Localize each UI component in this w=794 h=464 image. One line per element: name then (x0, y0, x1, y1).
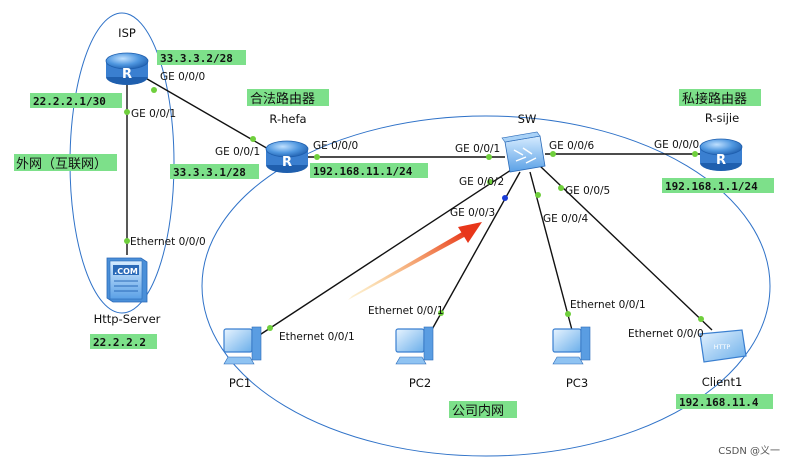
port-dot (486, 154, 492, 160)
ip-tag: 22.2.2.2 (93, 336, 146, 349)
port-label: GE 0/0/5 (565, 185, 610, 197)
port-dot (698, 316, 704, 322)
title-bg (247, 89, 329, 106)
link-sw-pc1 (254, 167, 515, 339)
port-dot (565, 311, 571, 317)
port-dot-selected (502, 195, 508, 201)
port-label: GE 0/0/0 (160, 71, 205, 83)
server-icon[interactable]: .COM (106, 257, 148, 303)
port-dot (267, 325, 273, 331)
port-label: GE 0/0/1 (131, 108, 176, 120)
port-dot (250, 136, 256, 142)
port-label: Ethernet 0/0/1 (368, 305, 444, 317)
external-title: 外网（互联网） (16, 157, 107, 172)
http-client-icon[interactable]: HTTP (699, 329, 747, 363)
port-dots (124, 87, 704, 331)
ip-tag: 192.168.11.1/24 (313, 165, 413, 178)
link-isp-hefa (141, 75, 271, 151)
ip-tag-bg (662, 178, 774, 193)
device-label-client1: Client1 (702, 375, 743, 389)
port-label: GE 0/0/3 (450, 207, 495, 219)
port-label: Ethernet 0/0/1 (279, 331, 355, 343)
port-label: GE 0/0/4 (543, 213, 589, 225)
ip-tag: 22.2.2.1/30 (33, 95, 106, 108)
port-dot (692, 151, 698, 157)
ip-tag-bg (170, 164, 259, 179)
port-label: GE 0/0/0 (313, 140, 358, 152)
port-label: Ethernet 0/0/0 (628, 328, 704, 340)
ip-tag-bg (310, 163, 428, 178)
pc-icon-pc1[interactable] (223, 326, 262, 365)
ip-tag: 33.3.3.1/28 (173, 166, 246, 179)
port-dot (124, 109, 130, 115)
intranet-title: 公司内网 (452, 403, 504, 419)
port-label: Ethernet 0/0/1 (570, 299, 646, 311)
port-dot (487, 179, 493, 185)
port-label: GE 0/0/0 (654, 139, 699, 151)
pc-icon-pc3[interactable] (552, 326, 591, 365)
server-badge: .COM (114, 267, 138, 276)
port-dot (550, 151, 556, 157)
device-label-server: Http-Server (94, 312, 161, 326)
port-dot (438, 310, 444, 316)
svg-text:R: R (716, 153, 726, 168)
port-label: GE 0/0/1 (455, 143, 500, 155)
port-dot (535, 192, 541, 198)
link-sw-pc3 (529, 171, 573, 331)
link-sw-client1 (539, 165, 713, 331)
device-label-isp: ISP (118, 26, 136, 40)
ip-tag: 192.168.11.4 (679, 396, 759, 409)
switch-icon-sw[interactable] (501, 131, 546, 173)
device-label-sijie: R-sijie (705, 111, 739, 125)
title-bg (449, 401, 517, 418)
watermark: CSDN @义一 (718, 445, 780, 457)
device-label-pc1: PC1 (229, 376, 251, 390)
port-dot (314, 154, 320, 160)
port-dot (124, 238, 130, 244)
intranet-region (201, 115, 771, 457)
hefa-title: 合法路由器 (250, 91, 315, 107)
pc-icon-pc2[interactable] (395, 326, 434, 365)
ip-tag-bg (30, 93, 122, 108)
title-bg (14, 154, 117, 171)
router-icon-isp[interactable]: R (105, 52, 149, 85)
ip-tag-bg (90, 334, 157, 349)
ip-tag-bg (157, 50, 246, 65)
device-label-sw: SW (518, 112, 537, 126)
port-label: Ethernet 0/0/0 (130, 236, 206, 248)
sijie-title: 私接路由器 (682, 91, 747, 107)
port-label: GE 0/0/1 (215, 146, 260, 158)
port-dot (558, 185, 564, 191)
title-bg (679, 89, 761, 106)
svg-text:R: R (282, 155, 292, 170)
ip-tag-bg (676, 394, 773, 409)
router-icon-sijie[interactable]: R (699, 138, 743, 171)
port-label: GE 0/0/2 (459, 176, 504, 188)
device-label-hefa: R-hefa (269, 112, 306, 126)
device-label-pc3: PC3 (566, 376, 588, 390)
client-badge: HTTP (714, 343, 731, 351)
ip-tag: 192.168.1.1/24 (665, 180, 758, 193)
device-label-pc2: PC2 (409, 376, 431, 390)
svg-text:R: R (122, 67, 132, 82)
router-icon-hefa[interactable]: R (265, 140, 309, 173)
port-dot (151, 87, 157, 93)
port-label: GE 0/0/6 (549, 140, 595, 152)
ip-tag: 33.3.3.2/28 (160, 52, 233, 65)
arrow-icon (348, 222, 482, 300)
